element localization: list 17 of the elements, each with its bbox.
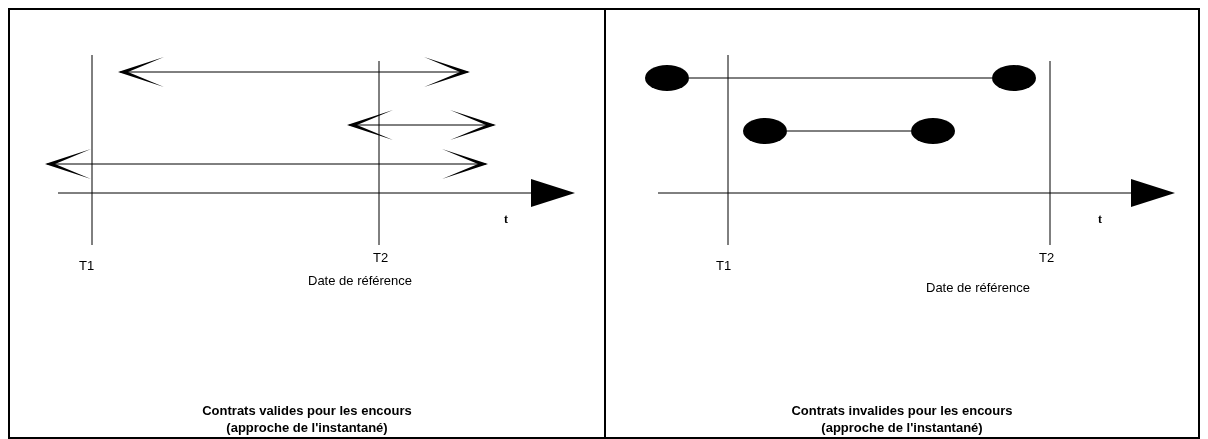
axis-label: T2 <box>373 250 389 265</box>
interval-line <box>786 130 912 132</box>
axis-label: t <box>1098 212 1102 227</box>
panel-caption: Contrats valides pour les encours (approche de l'instantané) <box>201 402 413 436</box>
endpoint-dot <box>743 118 787 144</box>
endpoint-dot <box>992 65 1036 91</box>
axis-label: T2 <box>1039 250 1055 265</box>
endpoint-dot <box>645 65 689 91</box>
panel-caption: Contrats invalides pour les encours (approche de l'instantané) <box>790 402 1014 436</box>
interval-line <box>688 77 993 79</box>
axis-label: Date de référence <box>926 280 1031 295</box>
axis-label: T1 <box>716 258 732 273</box>
axis-label: t <box>504 212 508 227</box>
diagram-panel <box>604 8 1200 439</box>
axis-label: T1 <box>79 258 95 273</box>
endpoint-dot <box>911 118 955 144</box>
axis-label: Date de référence <box>308 273 413 288</box>
